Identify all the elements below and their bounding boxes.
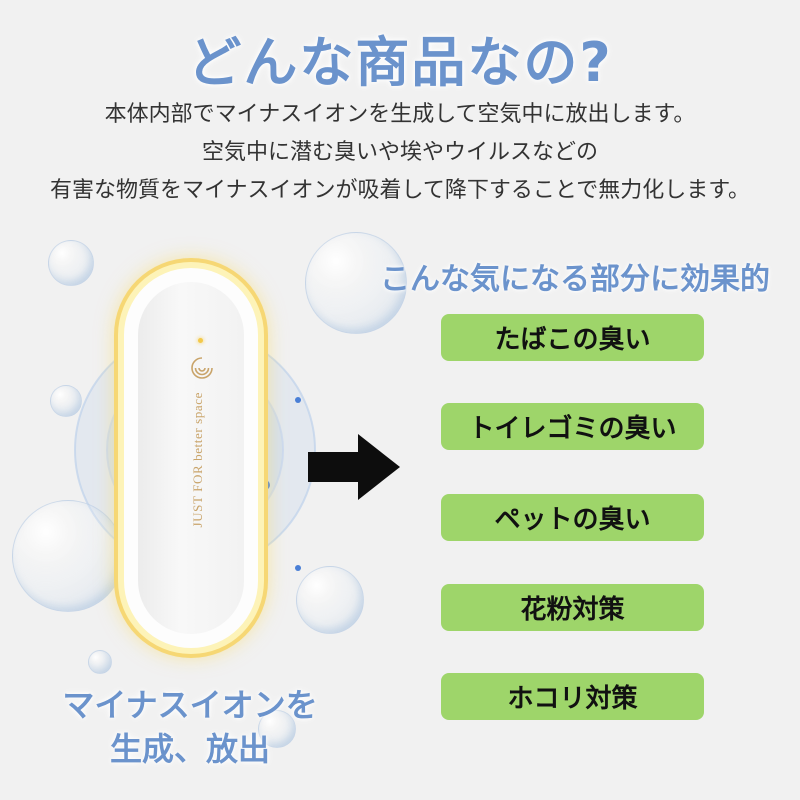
- caption-line-2: 生成、放出: [109, 730, 270, 768]
- bubble-decoration: [50, 385, 82, 417]
- device-led-indicator: [198, 338, 203, 343]
- bubble-decoration: [88, 650, 112, 674]
- description-line-1: 本体内部でマイナスイオンを生成して空気中に放出します。: [104, 102, 696, 127]
- device-face: JUST FOR better space: [138, 282, 244, 634]
- benefit-dust: ホコリ対策: [441, 673, 704, 720]
- device-logo-icon: [191, 357, 213, 379]
- caption-line-1: マイナスイオンを: [62, 686, 318, 724]
- description-line-2: 空気中に潜む臭いや埃やウイルスなどの: [201, 140, 598, 165]
- bubble-decoration: [296, 566, 364, 634]
- bubble-decoration: [258, 710, 296, 748]
- ion-generator-device: JUST FOR better space: [124, 268, 258, 648]
- bubble-decoration: [12, 500, 124, 612]
- benefit-tobacco-odor: たばこの臭い: [441, 314, 704, 361]
- benefit-pollen: 花粉対策: [441, 584, 704, 631]
- page-title: どんな商品なの?: [187, 31, 613, 94]
- description-line-3: 有害な物質をマイナスイオンが吸着して降下することで無力化します。: [49, 178, 751, 203]
- arrow-right-icon: [308, 434, 400, 500]
- device-brand-text: JUST FOR better space: [190, 392, 205, 528]
- benefit-pet-odor: ペットの臭い: [441, 494, 704, 541]
- bubble-decoration: [305, 232, 407, 334]
- bubble-decoration: [48, 240, 94, 286]
- benefit-toilet-trash-odor: トイレゴミの臭い: [441, 403, 704, 450]
- effects-subheading: こんな気になる部分に効果的: [380, 262, 770, 297]
